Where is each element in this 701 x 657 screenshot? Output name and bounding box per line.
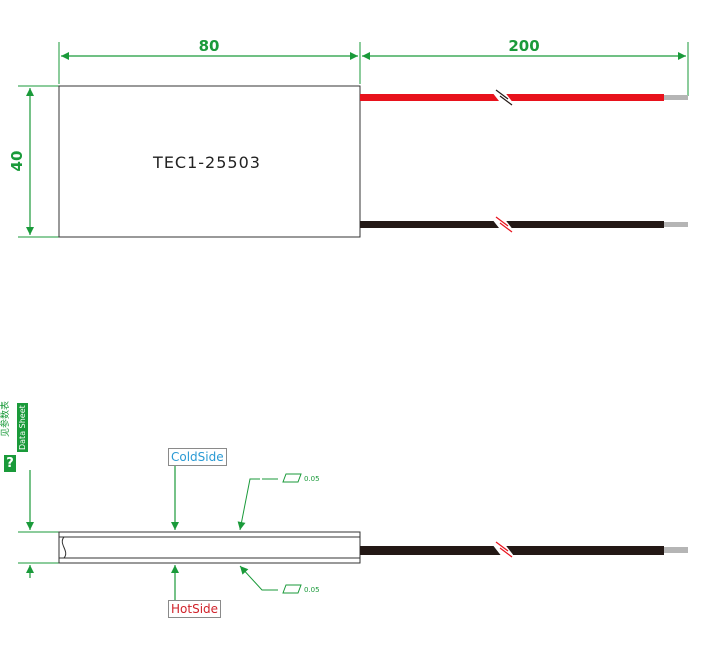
note-english-text: Data Sheet — [17, 403, 28, 452]
flatness-leader-top — [237, 478, 260, 531]
question-mark-icon: ? — [4, 455, 16, 472]
flatness-value-top: 0.05 — [304, 475, 320, 483]
side-break-line — [61, 536, 67, 559]
red-wire-tip — [664, 95, 688, 100]
side-wire-tip — [664, 547, 688, 553]
cold-side-label: ColdSide — [168, 448, 227, 466]
red-wire-break-icon — [493, 87, 513, 109]
dim-label-40: 40 — [8, 151, 26, 172]
note-chinese-text: 见参数表 — [1, 400, 11, 437]
flatness-icon-top — [282, 473, 302, 483]
hot-side-label: HotSide — [168, 600, 222, 618]
dim-label-80: 80 — [199, 37, 220, 55]
black-wire-tip — [664, 222, 688, 227]
flatness-icon-bottom — [282, 584, 302, 594]
side-black-wire — [360, 546, 664, 555]
side-wire-break-icon — [493, 539, 514, 561]
black-wire-break-icon — [493, 214, 513, 236]
red-wire — [360, 94, 664, 101]
black-wire — [360, 221, 664, 228]
flatness-leader-bottom — [239, 565, 278, 591]
dim-label-200: 200 — [508, 37, 539, 55]
model-number: TEC1-25503 — [152, 153, 261, 172]
tec-module-top-view — [58, 85, 361, 238]
flatness-value-bottom: 0.05 — [304, 586, 320, 594]
